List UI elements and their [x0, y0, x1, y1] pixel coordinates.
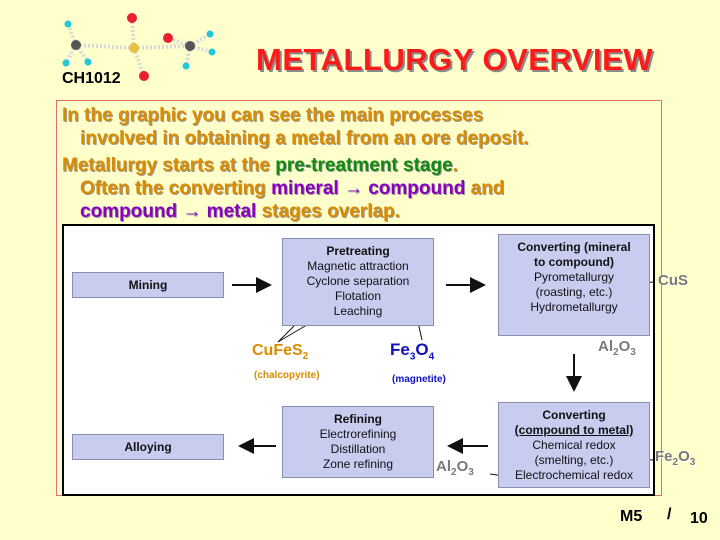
- alloying-label: Alloying: [124, 440, 172, 454]
- converting-compound-box: Converting (compound to metal) Chemical …: [498, 402, 650, 488]
- fe2o3-s1: 2: [672, 457, 679, 468]
- intro-line-2: involved in obtaining a metal from an or…: [80, 128, 529, 150]
- pretreating-title: Pretreating: [326, 244, 390, 258]
- al2o3-bottom-label: Al2O3: [436, 458, 474, 478]
- footer-separator: /: [667, 506, 672, 523]
- page-number: 10: [690, 510, 708, 527]
- cufes2-label: CuFeS2: [252, 342, 308, 362]
- refining-item: Electrorefining: [319, 427, 397, 441]
- fe2o3-s2: 3: [689, 457, 696, 468]
- chalcopyrite-note: (chalcopyrite): [254, 370, 320, 381]
- al2o3-bottom-o: O: [456, 458, 469, 475]
- al2o3-top-label: Al2O3: [598, 338, 636, 358]
- mineral-highlight: mineral: [271, 178, 339, 199]
- intro-line-5-end: stages overlap.: [256, 201, 400, 222]
- pretreating-item: Leaching: [333, 304, 383, 318]
- fe3o4-fe: Fe: [390, 340, 410, 359]
- fe2o3-fe: Fe: [655, 448, 673, 465]
- converting-mineral-item: Pyrometallurgy: [533, 270, 615, 284]
- al2o3-bottom-s2: 3: [468, 467, 474, 478]
- converting-mineral-item: (roasting, etc.): [535, 285, 613, 299]
- metal-highlight: metal: [206, 201, 257, 222]
- al2o3-top-s2: 3: [630, 347, 636, 358]
- fe3o4-s1: 3: [409, 351, 416, 363]
- refining-title: Refining: [334, 412, 382, 426]
- al2o3-top-o: O: [618, 338, 631, 355]
- fe2o3-label: Fe2O3: [655, 448, 695, 468]
- alloying-box: Alloying: [72, 434, 224, 460]
- intro-line-1-text: In the graphic you can see the main proc…: [62, 105, 484, 126]
- fe2o3-o: O: [678, 448, 690, 465]
- mining-label: Mining: [128, 278, 168, 292]
- intro-line-4-text: Often the converting: [80, 178, 272, 199]
- mining-box: Mining: [72, 272, 224, 298]
- intro-line-4-end: and: [465, 178, 505, 199]
- converting-mineral-title-2: to compound): [534, 255, 614, 269]
- cufes2-sub: 2: [302, 351, 309, 363]
- cufes2-base: CuFeS: [252, 342, 303, 359]
- module-number: M5: [620, 508, 643, 525]
- refining-box: Refining Electrorefining Distillation Zo…: [282, 406, 434, 478]
- process-diagram: Mining Pretreating Magnetic attraction C…: [62, 224, 655, 496]
- intro-line-5: compound → metal stages overlap.: [80, 201, 400, 223]
- converting-mineral-title: Converting (mineral: [517, 240, 631, 254]
- compound-highlight-2: compound: [80, 201, 178, 222]
- arrow-glyph-2: →: [182, 201, 202, 222]
- converting-compound-title-2: (compound to metal): [514, 423, 634, 437]
- intro-line-3-text: Metallurgy starts at the: [62, 155, 276, 176]
- converting-compound-title: Converting: [542, 408, 606, 422]
- pretreating-item: Cyclone separation: [306, 274, 410, 288]
- converting-mineral-item: Hydrometallurgy: [530, 300, 618, 314]
- fe3o4-s2: 4: [428, 351, 435, 363]
- intro-line-4: Often the converting mineral → compound …: [80, 178, 504, 200]
- converting-compound-item: Electrochemical redox: [514, 468, 634, 482]
- page-title: METALLURGY OVERVIEW: [256, 42, 654, 77]
- al2o3-bottom-al: Al: [436, 458, 451, 475]
- intro-line-3: Metallurgy starts at the pre-treatment s…: [62, 155, 458, 177]
- pretreating-item: Magnetic attraction: [307, 259, 409, 273]
- fe3o4-o: O: [415, 340, 429, 359]
- pretreating-item: Flotation: [334, 289, 382, 303]
- converting-compound-item: (smelting, etc.): [534, 453, 614, 467]
- refining-item: Distillation: [330, 442, 386, 456]
- intro-line-2-text: involved in obtaining a metal from an or…: [80, 128, 529, 149]
- cus-label: CuS: [658, 272, 688, 289]
- pretreating-box: Pretreating Magnetic attraction Cyclone …: [282, 238, 434, 326]
- intro-line-3-period: .: [452, 155, 458, 176]
- al2o3-top-al: Al: [598, 338, 613, 355]
- refining-item: Zone refining: [322, 457, 394, 471]
- course-code: CH1012: [62, 70, 121, 87]
- pretreatment-highlight: pre-treatment stage: [275, 155, 453, 176]
- arrow-glyph: →: [343, 178, 363, 199]
- al2o3-bottom-s1: 2: [451, 467, 457, 478]
- molecule-icon: [62, 13, 216, 81]
- converting-mineral-box: Converting (mineral to compound) Pyromet…: [498, 234, 650, 336]
- converting-compound-item: Chemical redox: [532, 438, 616, 452]
- fe3o4-label: Fe3O4: [390, 340, 434, 362]
- al2o3-top-s1: 2: [613, 347, 619, 358]
- magnetite-note: (magnetite): [392, 374, 446, 385]
- intro-line-1: In the graphic you can see the main proc…: [62, 105, 483, 127]
- compound-highlight: compound: [368, 178, 466, 199]
